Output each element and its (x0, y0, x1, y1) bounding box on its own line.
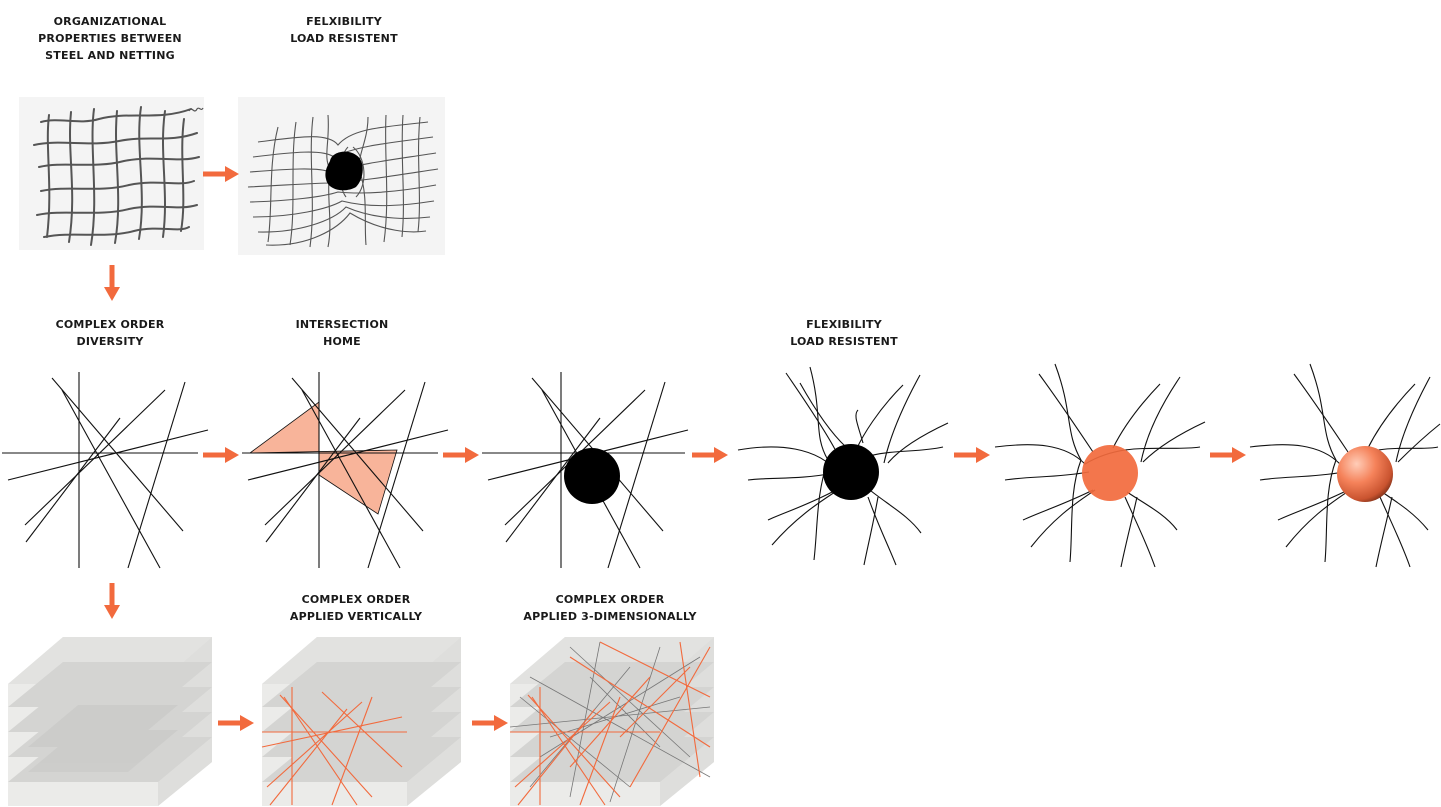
label-line: FLEXIBILITY (806, 318, 882, 331)
arrow-right-icon (472, 715, 508, 731)
sketch-netting-load (238, 97, 445, 255)
diagram-load-circle (482, 372, 689, 569)
label-line: LOAD RESISTENT (290, 32, 398, 45)
label-intersection-home: INTERSECTION HOME (252, 316, 432, 350)
label-applied-3d: COMPLEX ORDER APPLIED 3-DIMENSIONALLY (510, 591, 710, 625)
label-line: APPLIED VERTICALLY (289, 610, 423, 623)
label-flexibility-load: FLEXIBILITY LOAD RESISTENT (754, 316, 934, 350)
load-circle (823, 444, 879, 500)
load-circle (564, 448, 620, 504)
label-line: LOAD RESISTENT (790, 335, 898, 348)
label-line: COMPLEX ORDER (301, 593, 411, 606)
arrow-right-icon (1210, 447, 1246, 463)
label-organizational-properties: ORGANIZATIONAL PROPERTIES BETWEEN STEEL … (20, 13, 200, 64)
diagram-complex-order (2, 372, 209, 569)
label-felxibility: FELXIBILITY LOAD RESISTENT (254, 13, 434, 47)
arrow-right-icon (203, 166, 239, 182)
label-line: APPLIED 3-DIMENSIONALLY (523, 610, 697, 623)
label-line: PROPERTIES BETWEEN (38, 32, 182, 45)
label-line: FELXIBILITY (306, 15, 382, 28)
arrow-right-icon (203, 447, 239, 463)
layered-block-3d (509, 637, 714, 806)
diagram-flexibility (737, 366, 949, 566)
diagram-sphere (1249, 363, 1441, 568)
label-line: ORGANIZATIONAL (53, 15, 167, 28)
label-applied-vertically: COMPLEX ORDER APPLIED VERTICALLY (266, 591, 446, 625)
intersection-polygon (248, 401, 398, 515)
arrow-down-icon (104, 583, 120, 619)
label-line: HOME (323, 335, 361, 348)
label-line: INTERSECTION (295, 318, 389, 331)
layered-block-plain (8, 637, 212, 806)
label-line: DIVERSITY (76, 335, 144, 348)
label-line: COMPLEX ORDER (55, 318, 165, 331)
label-line: STEEL AND NETTING (45, 49, 175, 62)
label-line: COMPLEX ORDER (555, 593, 665, 606)
arrow-right-icon (443, 447, 479, 463)
arrow-right-icon (218, 715, 254, 731)
orange-sphere (1337, 446, 1393, 502)
sketch-steel-netting (19, 97, 204, 250)
orange-circle (1082, 445, 1138, 501)
arrow-down-icon (104, 265, 120, 301)
layered-block-vertical (261, 637, 461, 806)
arrow-right-icon (692, 447, 728, 463)
diagram-intersection-home (242, 372, 449, 569)
label-complex-order-diversity: COMPLEX ORDER DIVERSITY (20, 316, 200, 350)
arrow-right-icon (954, 447, 990, 463)
diagram-flexibility-orange (994, 363, 1206, 568)
